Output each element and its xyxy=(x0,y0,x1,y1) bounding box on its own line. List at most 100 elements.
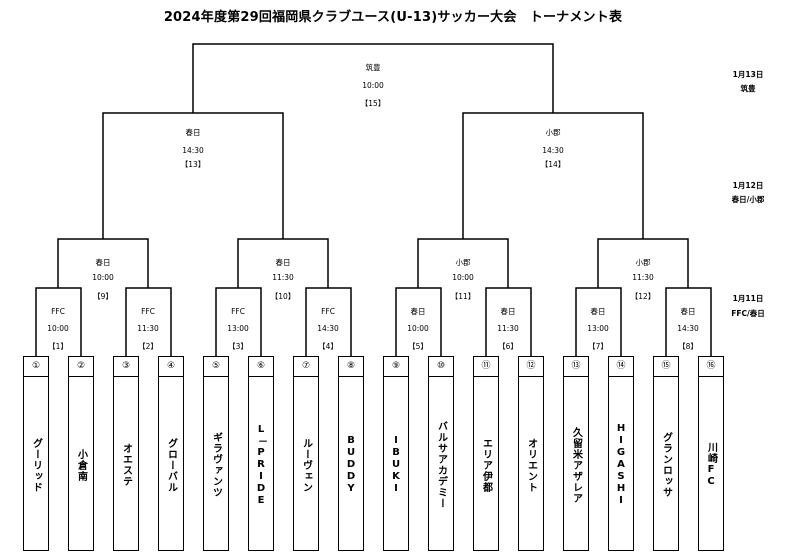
team-box-2: ② 小倉南 xyxy=(68,356,94,551)
match-3-venue: FFC xyxy=(231,307,245,316)
date-day2: 1月12日 xyxy=(732,181,764,190)
match-4-number: 【4】 xyxy=(318,342,338,351)
team-name: 川崎FC xyxy=(705,442,717,488)
match-13-number: 【13】 xyxy=(180,160,206,169)
match-13-time: 14:30 xyxy=(182,146,204,155)
team-number: ② xyxy=(69,357,93,377)
match-2-time: 11:30 xyxy=(137,324,159,333)
match-14-number: 【14】 xyxy=(540,160,566,169)
match-5-number: 【5】 xyxy=(408,342,428,351)
team-name: オリエント xyxy=(525,437,537,493)
team-number: ⑤ xyxy=(204,357,228,377)
match-15-number: 【15】 xyxy=(360,99,386,108)
match-8-number: 【8】 xyxy=(678,342,698,351)
team-name: IBUKI xyxy=(390,435,402,495)
team-box-5: ⑤ ギラヴァンツ xyxy=(203,356,229,551)
match-6-number: 【6】 xyxy=(498,342,518,351)
team-box-13: ⑬ 久留米アザレア xyxy=(563,356,589,551)
match-8-time: 14:30 xyxy=(677,324,699,333)
match-14-time: 14:30 xyxy=(542,146,564,155)
team-name: エリア伊都 xyxy=(480,437,492,493)
match-2-number: 【2】 xyxy=(138,342,158,351)
team-box-9: ⑨ IBUKI xyxy=(383,356,409,551)
team-box-10: ⑩ バルサアカデミー xyxy=(428,356,454,551)
match-8-venue: 春日 xyxy=(680,307,696,316)
match-6-time: 11:30 xyxy=(497,324,519,333)
match-7-venue: 春日 xyxy=(590,307,606,316)
match-6-venue: 春日 xyxy=(500,307,516,316)
date-day2-place: 春日/小郡 xyxy=(731,195,765,204)
match-14-venue: 小郡 xyxy=(545,128,561,137)
match-11-time: 10:00 xyxy=(452,273,474,282)
team-box-6: ⑥ L－PRIDE xyxy=(248,356,274,551)
match-9-venue: 春日 xyxy=(95,258,111,267)
team-number: ⑮ xyxy=(654,357,678,377)
match-5-venue: 春日 xyxy=(410,307,426,316)
team-number: ⑯ xyxy=(699,357,723,377)
team-box-11: ⑪ エリア伊都 xyxy=(473,356,499,551)
date-day1: 1月11日 xyxy=(732,294,764,303)
team-number: ③ xyxy=(114,357,138,377)
match-15-venue: 筑豊 xyxy=(365,63,381,72)
team-number: ④ xyxy=(159,357,183,377)
team-box-12: ⑫ オリエント xyxy=(518,356,544,551)
team-name: ギラヴァンツ xyxy=(210,432,222,498)
date-day3: 1月13日 xyxy=(732,70,764,79)
match-9-number: 【9】 xyxy=(93,292,113,301)
match-10-number: 【10】 xyxy=(270,292,296,301)
team-number: ⑥ xyxy=(249,357,273,377)
team-number: ⑧ xyxy=(339,357,363,377)
team-name: グーリッド xyxy=(30,437,42,493)
team-box-1: ① グーリッド xyxy=(23,356,49,551)
match-1-venue: FFC xyxy=(51,307,65,316)
team-name: BUDDY xyxy=(345,435,357,495)
match-9-time: 10:00 xyxy=(92,273,114,282)
match-1-number: 【1】 xyxy=(48,342,68,351)
team-name: HIGASHI xyxy=(615,423,627,507)
team-name: グローバル xyxy=(165,437,177,493)
team-number: ⑪ xyxy=(474,357,498,377)
match-4-venue: FFC xyxy=(321,307,335,316)
match-15-time: 10:00 xyxy=(362,81,384,90)
team-number: ⑨ xyxy=(384,357,408,377)
team-number: ⑩ xyxy=(429,357,453,377)
match-10-time: 11:30 xyxy=(272,273,294,282)
team-box-14: ⑭ HIGASHI xyxy=(608,356,634,551)
match-13-venue: 春日 xyxy=(185,128,201,137)
match-3-number: 【3】 xyxy=(228,342,248,351)
team-name: ルーヴェン xyxy=(300,437,312,493)
team-name: 久留米アザレア xyxy=(570,426,582,504)
team-name: バルサアカデミー xyxy=(435,421,447,509)
team-number: ⑦ xyxy=(294,357,318,377)
match-7-number: 【7】 xyxy=(588,342,608,351)
match-12-number: 【12】 xyxy=(630,292,656,301)
match-2-venue: FFC xyxy=(141,307,155,316)
match-7-time: 13:00 xyxy=(587,324,609,333)
tournament-title: 2024年度第29回福岡県クラブユース(U-13)サッカー大会 トーナメント表 xyxy=(163,10,623,25)
team-number: ⑫ xyxy=(519,357,543,377)
date-day3-place: 筑豊 xyxy=(740,84,756,93)
team-box-15: ⑮ グランロッサ xyxy=(653,356,679,551)
team-box-7: ⑦ ルーヴェン xyxy=(293,356,319,551)
match-12-time: 11:30 xyxy=(632,273,654,282)
team-name: L－PRIDE xyxy=(255,423,267,507)
match-4-time: 14:30 xyxy=(317,324,339,333)
match-11-venue: 小郡 xyxy=(455,258,471,267)
team-number: ⑬ xyxy=(564,357,588,377)
team-name: 小倉南 xyxy=(75,448,87,482)
bracket-m15 xyxy=(192,43,554,113)
match-3-time: 13:00 xyxy=(227,324,249,333)
match-12-venue: 小郡 xyxy=(635,258,651,267)
team-box-16: ⑯ 川崎FC xyxy=(698,356,724,551)
team-box-4: ④ グローバル xyxy=(158,356,184,551)
match-1-time: 10:00 xyxy=(47,324,69,333)
team-number: ⑭ xyxy=(609,357,633,377)
team-name: グランロッサ xyxy=(660,432,672,498)
date-day1-place: FFC/春日 xyxy=(731,309,765,318)
match-5-time: 10:00 xyxy=(407,324,429,333)
match-11-number: 【11】 xyxy=(450,292,476,301)
team-box-8: ⑧ BUDDY xyxy=(338,356,364,551)
team-box-3: ③ オエステ xyxy=(113,356,139,551)
match-10-venue: 春日 xyxy=(275,258,291,267)
